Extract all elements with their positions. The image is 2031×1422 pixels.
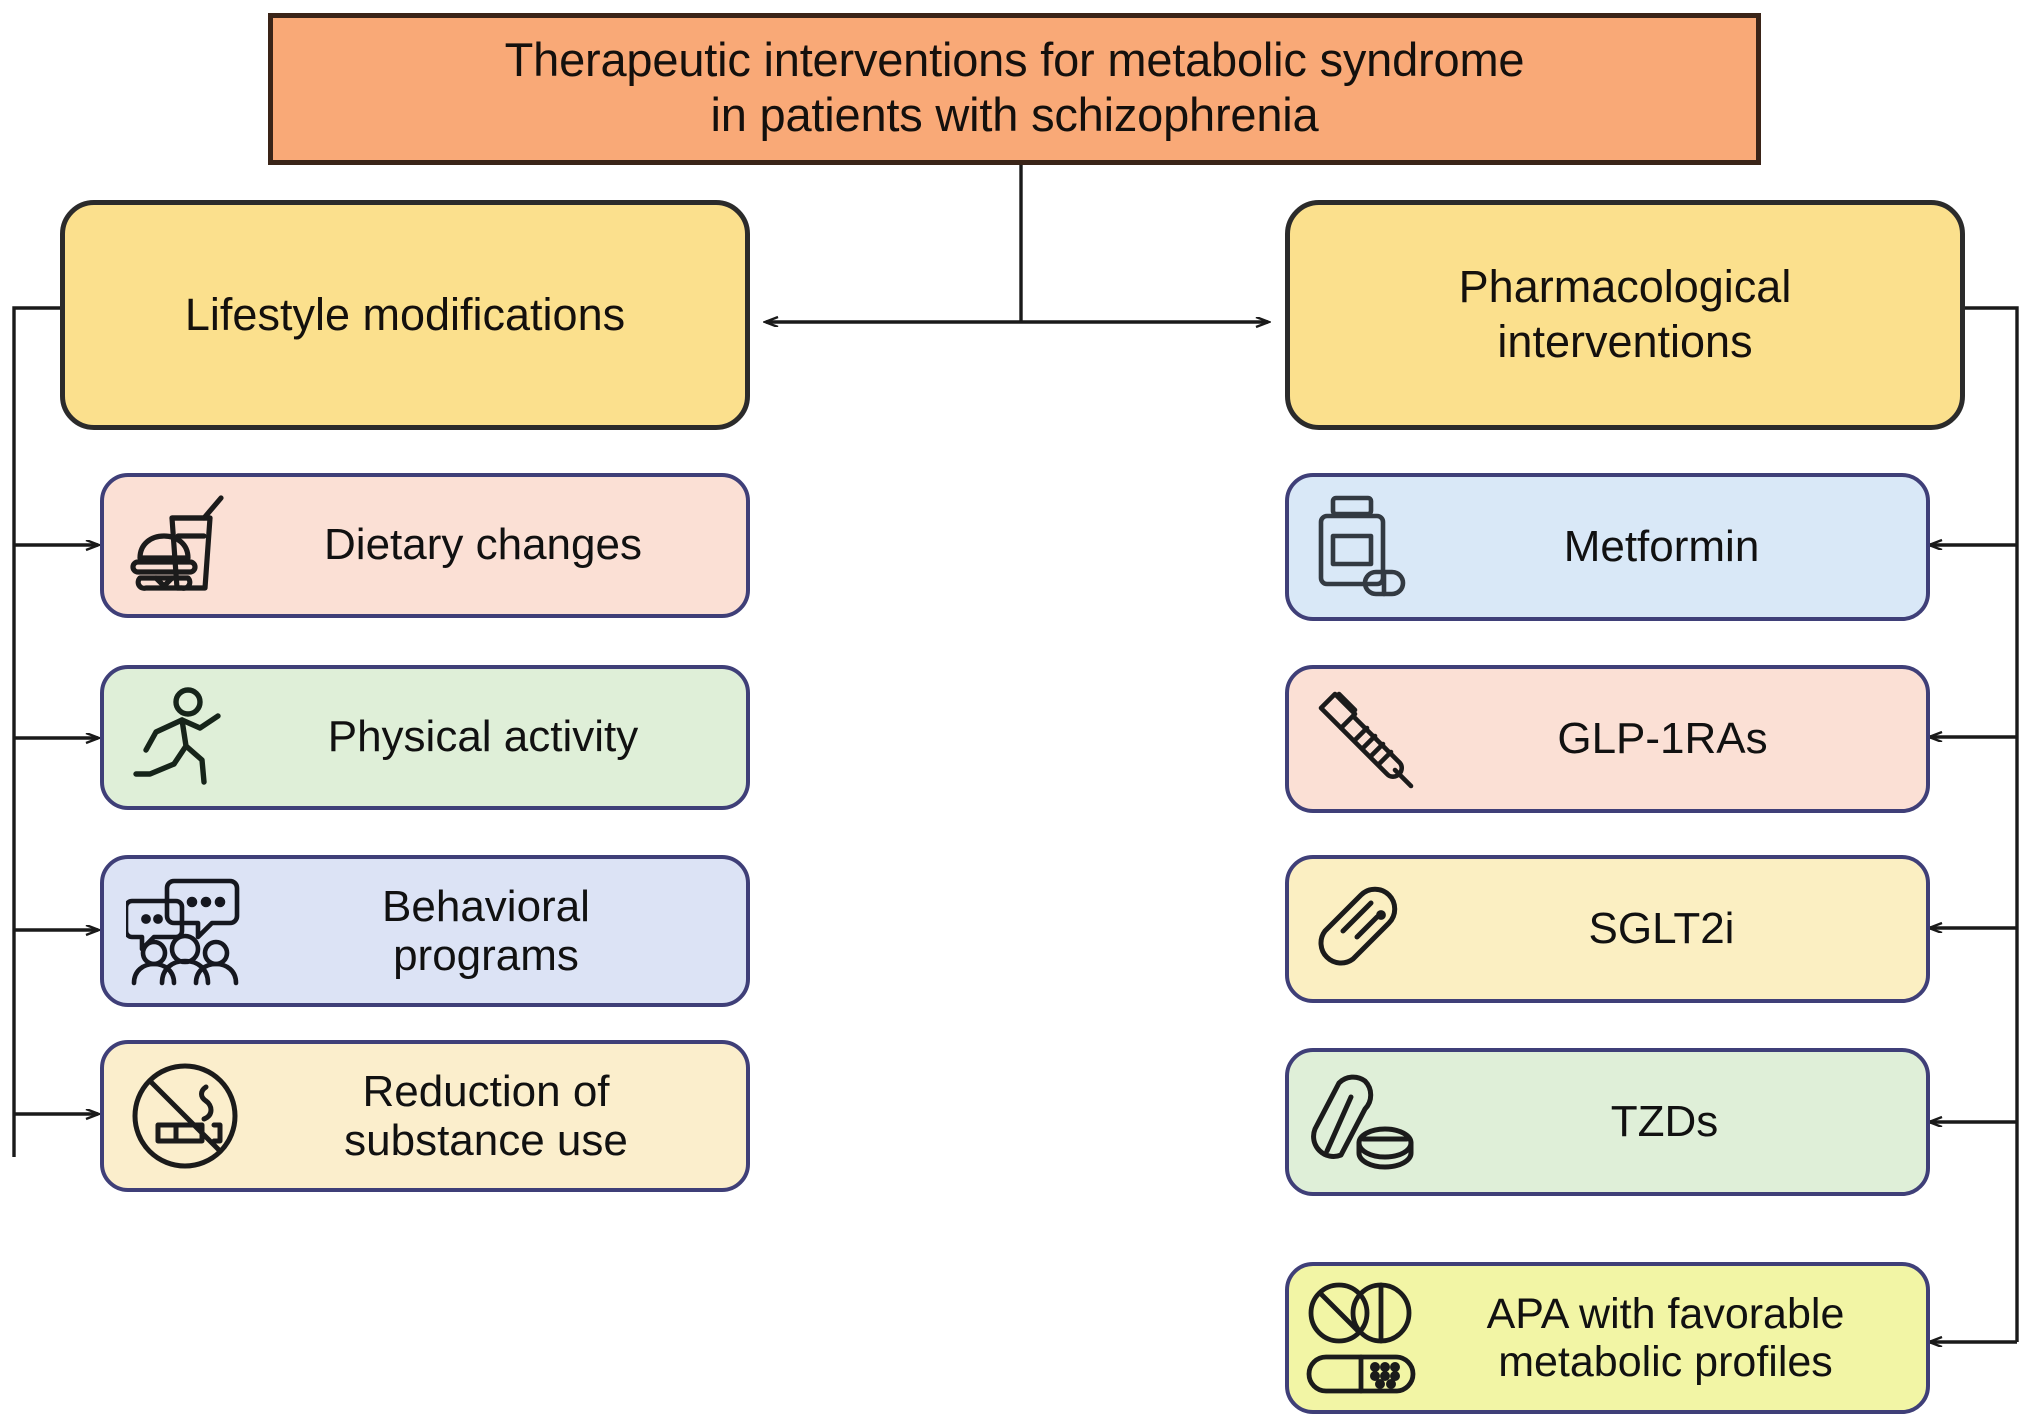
leaf-label-line-2: substance use (344, 1116, 628, 1165)
running-person-icon (126, 682, 238, 794)
leaf-label: Physical activity (238, 712, 736, 762)
leaf-metformin[interactable]: Metformin (1285, 473, 1930, 621)
leaf-physical-activity[interactable]: Physical activity (100, 665, 750, 810)
leaf-label-line-1: Metformin (1563, 521, 1760, 571)
leaf-label-line-1: GLP-1RAs (1557, 713, 1768, 763)
burger-drink-icon (126, 492, 238, 600)
leaf-label-line-1: Reduction of (362, 1066, 610, 1116)
leaf-behavioral-programs[interactable]: Behavioral programs (100, 855, 750, 1007)
leaf-label-line-1: Behavioral (382, 881, 590, 931)
leaf-label: Metformin (1415, 522, 1916, 572)
tablets-capsule-icon (1303, 1279, 1423, 1397)
diagram-title-box: Therapeutic interventions for metabolic … (268, 13, 1761, 165)
category-box-lifestyle[interactable]: Lifestyle modifications (60, 200, 750, 430)
title-line-2: in patients with schizophrenia (710, 88, 1319, 141)
category-pharmacological-label-1: Pharmacological (1458, 261, 1792, 313)
leaf-label: Dietary changes (238, 520, 736, 570)
leaf-label: GLP-1RAs (1417, 714, 1916, 764)
category-lifestyle-label: Lifestyle modifications (184, 288, 626, 340)
leaf-label: SGLT2i (1415, 904, 1916, 954)
leaf-label: TZDs (1421, 1097, 1916, 1147)
leaf-glp1ras[interactable]: GLP-1RAs (1285, 665, 1930, 813)
leaf-reduction-substance-use[interactable]: Reduction of substance use (100, 1040, 750, 1192)
capsule-icon (1311, 875, 1415, 983)
capsule-tablets-icon (1311, 1067, 1421, 1177)
leaf-label-line-1: Physical activity (327, 712, 639, 762)
leaf-label: Behavioral programs (244, 882, 736, 981)
leaf-label-line-2: programs (393, 931, 579, 980)
leaf-label: APA with favorable metabolic profiles (1423, 1290, 1916, 1386)
leaf-sglt2i[interactable]: SGLT2i (1285, 855, 1930, 1003)
title-line-1: Therapeutic interventions for metabolic … (504, 32, 1525, 86)
leaf-label-line-1: APA with favorable (1486, 1289, 1845, 1338)
leaf-label-line-1: TZDs (1610, 1096, 1719, 1146)
pill-bottle-icon (1311, 492, 1415, 602)
category-pharmacological-label-2: interventions (1497, 316, 1753, 367)
leaf-apa-favorable-metabolic[interactable]: APA with favorable metabolic profiles (1285, 1262, 1930, 1414)
leaf-tzds[interactable]: TZDs (1285, 1048, 1930, 1196)
no-smoking-icon (126, 1059, 244, 1173)
leaf-dietary-changes[interactable]: Dietary changes (100, 473, 750, 618)
leaf-label-line-1: Dietary changes (324, 520, 642, 570)
leaf-label-line-1: SGLT2i (1588, 903, 1735, 953)
leaf-label: Reduction of substance use (244, 1067, 736, 1166)
speech-bubbles-group-icon (126, 875, 244, 987)
category-box-pharmacological[interactable]: Pharmacological interventions (1285, 200, 1965, 430)
leaf-label-line-2: metabolic profiles (1498, 1338, 1833, 1386)
syringe-icon (1311, 684, 1417, 794)
